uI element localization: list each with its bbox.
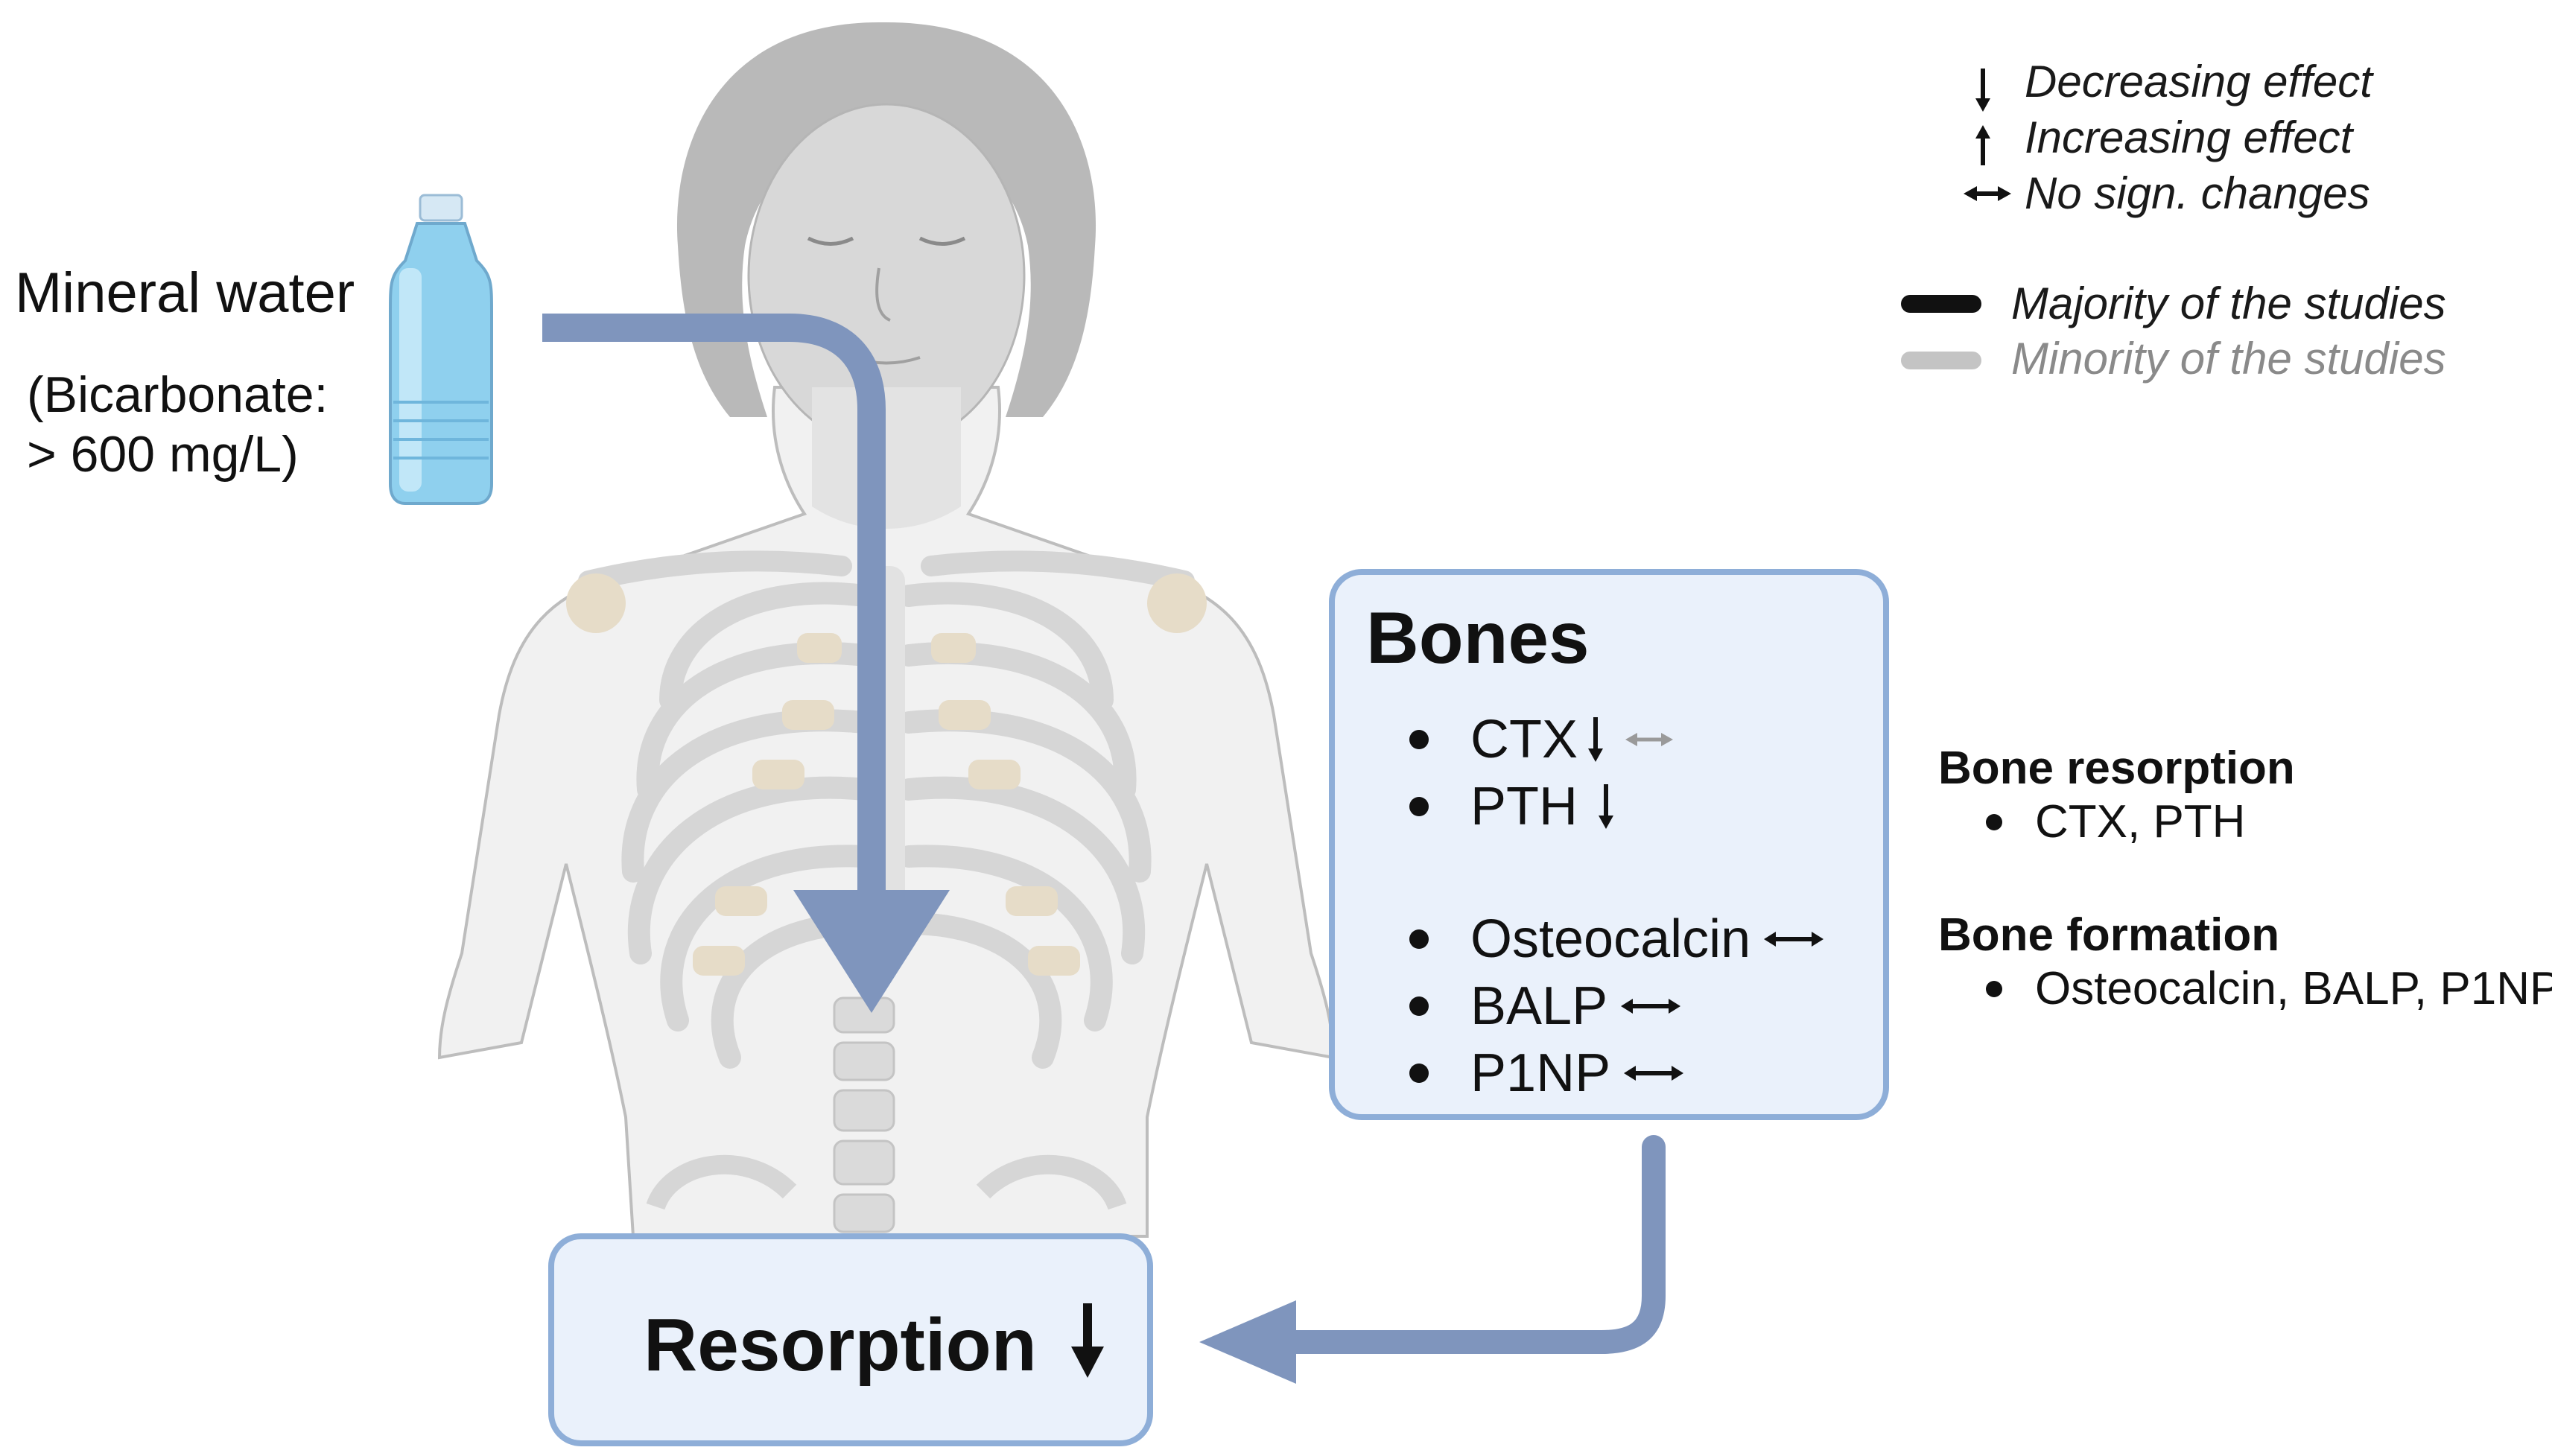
bullet (1409, 996, 1429, 1016)
bullet (1986, 813, 2002, 830)
bullet (1986, 980, 2002, 997)
bullet (1409, 797, 1429, 816)
bicarbonate-label-line2: > 600 mg/L) (27, 426, 299, 483)
bullet (1409, 730, 1429, 749)
legend-majority: Majority of the studies (2011, 279, 2446, 328)
resorption-text: Resorption (644, 1303, 1037, 1387)
bones-title: Bones (1366, 597, 1590, 678)
legend-minority: Minority of the studies (2011, 334, 2446, 384)
human-torso-illustration (437, 22, 1336, 1238)
legend-no-change: No sign. changes (2025, 168, 2370, 218)
bones-box: Bones CTX PTH Osteocalcin BALP (1329, 569, 1889, 1120)
marker-label: BALP (1470, 976, 1608, 1036)
legend-increasing: Increasing effect (2025, 112, 2353, 162)
bullet (1409, 929, 1429, 949)
bone-resorption-items: CTX, PTH (1986, 795, 2245, 848)
bone-resorption-list: CTX, PTH (2035, 796, 2246, 848)
bone-formation-items: Osteocalcin, BALP, P1NP (1986, 962, 2552, 1015)
water-bottle-icon (389, 194, 493, 505)
flow-arrow-intake (542, 314, 950, 1013)
legend-symbols (1901, 69, 2011, 369)
marker-row-ctx: CTX (1409, 709, 1682, 770)
no-change-arrow-icon (1624, 1066, 1684, 1081)
marker-row-osteocalcin: Osteocalcin (1409, 909, 1832, 970)
decreasing-and-minority-no-change-icon (1588, 717, 1673, 762)
bone-formation-heading: Bone formation (1938, 909, 2280, 961)
neck (812, 387, 961, 529)
mineral-water-label: Mineral water (15, 261, 355, 325)
resorption-box: Resorption (548, 1233, 1153, 1446)
bone-formation-list: Osteocalcin, BALP, P1NP (2035, 963, 2552, 1014)
marker-label: P1NP (1470, 1043, 1611, 1103)
decreasing-arrow-icon (1070, 1303, 1104, 1378)
resorption-label: Resorption (644, 1300, 1117, 1388)
marker-label: PTH (1470, 777, 1578, 836)
no-change-arrow-icon (1621, 999, 1681, 1014)
no-change-arrow-icon (1764, 932, 1824, 947)
marker-row-p1np: P1NP (1409, 1043, 1692, 1104)
marker-row-balp: BALP (1409, 976, 1689, 1037)
bicarbonate-label-line1: (Bicarbonate: (27, 366, 328, 423)
decreasing-arrow-icon (1599, 784, 1613, 829)
bullet (1409, 1064, 1429, 1083)
marker-row-pth: PTH (1409, 776, 1630, 837)
bone-resorption-heading: Bone resorption (1938, 743, 2295, 794)
legend-decreasing: Decreasing effect (2025, 57, 2372, 107)
marker-label: Osteocalcin (1470, 909, 1751, 969)
hair (676, 22, 1096, 417)
marker-label: CTX (1470, 710, 1578, 769)
flow-arrow-bones-to-resorption (1199, 1135, 1666, 1384)
